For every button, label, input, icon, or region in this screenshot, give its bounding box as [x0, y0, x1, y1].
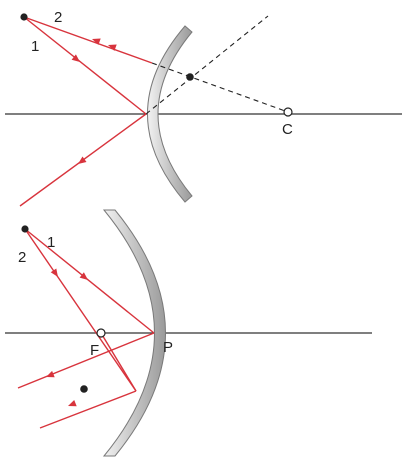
bottom-ray-2-arrow-incident: [50, 268, 58, 277]
bottom-object-point: [21, 225, 29, 233]
top-center-label: C: [282, 121, 293, 138]
bottom-focus-label: F: [90, 342, 99, 359]
bottom-ray-2-arrow-reflected: [68, 400, 77, 407]
bottom-diagram: 1 2 F P: [5, 209, 372, 457]
top-dashed-extension-to-center: [151, 62, 289, 113]
bottom-ray-2-via-focus: [39, 390, 137, 429]
top-ray-2-label: 2: [54, 9, 62, 26]
bottom-ray-1-label: 1: [47, 234, 55, 251]
top-dashed-extension-upward: [145, 15, 269, 115]
bottom-ray-1-arrow-reflected: [46, 370, 55, 378]
bottom-focus-point: [96, 328, 106, 338]
top-diagram: 2 1 C: [5, 9, 402, 207]
bottom-pole-label: P: [163, 339, 173, 356]
top-ray-2: [23, 16, 153, 64]
bottom-ray-1-incident: [24, 228, 155, 334]
top-center-point: [283, 107, 293, 117]
bottom-image-point: [80, 385, 88, 393]
top-ray-1-incident: [23, 16, 147, 115]
bottom-ray-1-reflected: [17, 332, 155, 389]
top-object-point: [20, 13, 28, 21]
top-ray-2-arrow-b: [108, 44, 117, 51]
bottom-ray-2-label: 2: [18, 249, 26, 266]
top-ray-1-arrow-incident: [71, 54, 80, 62]
bottom-ray-2-incident: [24, 228, 137, 392]
top-ray-1-arrow-reflected: [78, 156, 87, 164]
bottom-concave-mirror: [102, 209, 166, 457]
top-convex-mirror: [147, 25, 193, 203]
bottom-ray-2-segment: [100, 332, 137, 392]
bottom-ray-1-arrow-incident: [79, 272, 88, 280]
top-ray-2-arrow-a: [92, 38, 101, 45]
top-image-point: [186, 73, 194, 81]
top-ray-1-label: 1: [31, 38, 39, 55]
